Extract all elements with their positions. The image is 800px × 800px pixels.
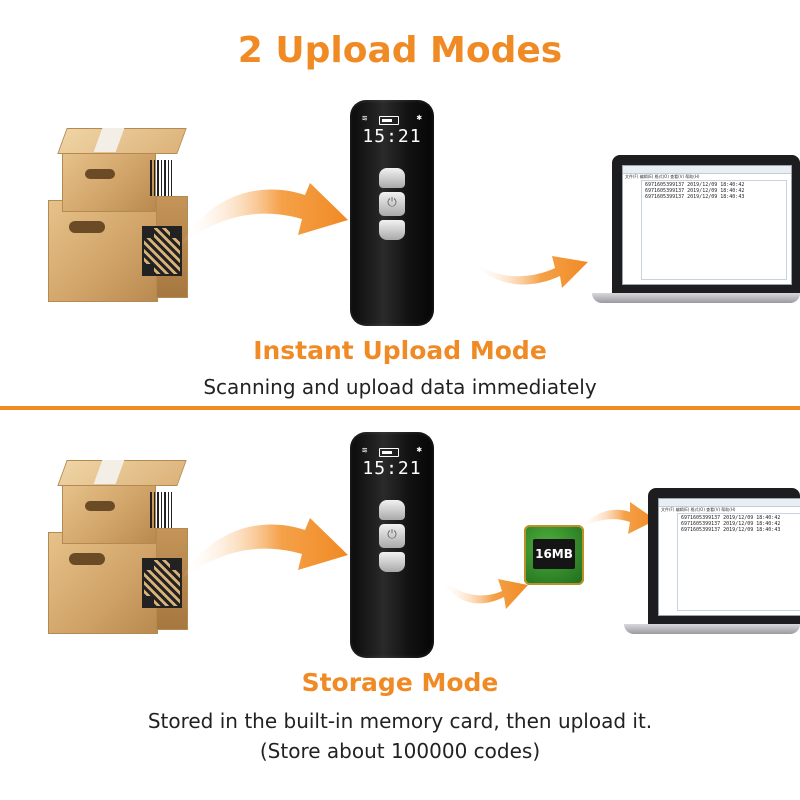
data-line: 6971605399137 2019/12/09 18:40:43 xyxy=(645,194,745,200)
bluetooth-icon: ✱ xyxy=(416,113,422,123)
window-menu: 文件(F) 编辑(E) 格式(O) 查看(V) 帮助(H) xyxy=(625,174,700,179)
up-button xyxy=(379,168,405,188)
battery-icon xyxy=(379,448,399,457)
window-menu: 文件(F) 编辑(E) 格式(O) 查看(V) 帮助(H) xyxy=(661,507,736,512)
cardboard-box-bottom xyxy=(48,532,158,634)
box-handle xyxy=(85,501,115,511)
memory-chip-label: 16MB xyxy=(533,539,575,569)
data-line: 6971605399137 2019/12/09 18:40:42 xyxy=(645,182,745,188)
up-button xyxy=(379,500,405,520)
scanner-time: 15:21 xyxy=(362,126,422,147)
window-text-area: 6971605399137 2019/12/09 18:40:42 697160… xyxy=(641,180,787,280)
storage-mode-description: Stored in the built-in memory card, then… xyxy=(147,709,653,733)
battery-icon xyxy=(379,116,399,125)
arrow-icon xyxy=(180,183,348,245)
window-titlebar xyxy=(623,166,791,174)
scanner-screen: ≋ ✱ 15:21 xyxy=(362,445,422,480)
section-divider xyxy=(0,406,800,410)
cardboard-box-top xyxy=(62,150,156,212)
arrow-icon xyxy=(470,256,588,288)
data-line: 6971605399137 2019/12/09 18:40:42 xyxy=(681,515,781,521)
storage-mode-capacity: (Store about 100000 codes) xyxy=(259,739,541,763)
instant-mode-title: Instant Upload Mode xyxy=(253,336,547,365)
scanner-screen: ≋ ✱ 15:21 xyxy=(362,113,422,148)
laptop-screen: 文件(F) 编辑(E) 格式(O) 查看(V) 帮助(H) 6971605399… xyxy=(622,165,792,285)
barcode-scanner: ≋ ✱ 15:21 xyxy=(350,100,434,326)
instant-mode-description: Scanning and upload data immediately xyxy=(203,375,597,399)
window-text-area: 6971605399137 2019/12/09 18:40:42 697160… xyxy=(677,513,800,611)
barcode-scanner: ≋ ✱ 15:21 xyxy=(350,432,434,658)
laptop: 文件(F) 编辑(E) 格式(O) 查看(V) 帮助(H) 6971605399… xyxy=(612,155,800,293)
cardboard-box-bottom xyxy=(48,200,158,302)
laptop-base xyxy=(592,293,800,303)
data-line: 6971605399137 2019/12/09 18:40:42 xyxy=(681,521,781,527)
wifi-icon: ≋ xyxy=(362,114,368,124)
window-titlebar xyxy=(659,499,800,507)
box-handle xyxy=(85,169,115,179)
data-line: 6971605399137 2019/12/09 18:40:42 xyxy=(645,188,745,194)
box-handle xyxy=(69,553,105,565)
data-line: 6971605399137 2019/12/09 18:40:43 xyxy=(681,527,781,533)
down-button xyxy=(379,552,405,572)
qr-code-icon xyxy=(142,558,182,608)
down-button xyxy=(379,220,405,240)
laptop-screen: 文件(F) 编辑(E) 格式(O) 查看(V) 帮助(H) 6971605399… xyxy=(658,498,800,616)
storage-mode-title: Storage Mode xyxy=(301,668,499,697)
arrow-icon xyxy=(578,502,656,534)
scanner-time: 15:21 xyxy=(362,458,422,479)
instant-illustration: ≋ ✱ 15:21 文件(F) 编辑(E) 格式(O) 查看(V) 帮助(H) xyxy=(0,0,800,400)
power-button xyxy=(379,524,405,548)
wifi-icon: ≋ xyxy=(362,446,368,456)
barcode-icon xyxy=(150,492,172,528)
barcode-icon xyxy=(150,160,172,196)
laptop: 文件(F) 编辑(E) 格式(O) 查看(V) 帮助(H) 6971605399… xyxy=(648,488,800,624)
qr-code-icon xyxy=(142,226,182,276)
power-button xyxy=(379,192,405,216)
cardboard-box-top xyxy=(62,482,156,544)
laptop-base xyxy=(624,624,800,634)
memory-chip-icon: 16MB xyxy=(524,525,584,585)
page-title: 2 Upload Modes xyxy=(237,30,563,71)
arrow-icon xyxy=(180,518,348,580)
arrow-icon xyxy=(440,577,528,609)
bluetooth-icon: ✱ xyxy=(416,445,422,455)
box-handle xyxy=(69,221,105,233)
